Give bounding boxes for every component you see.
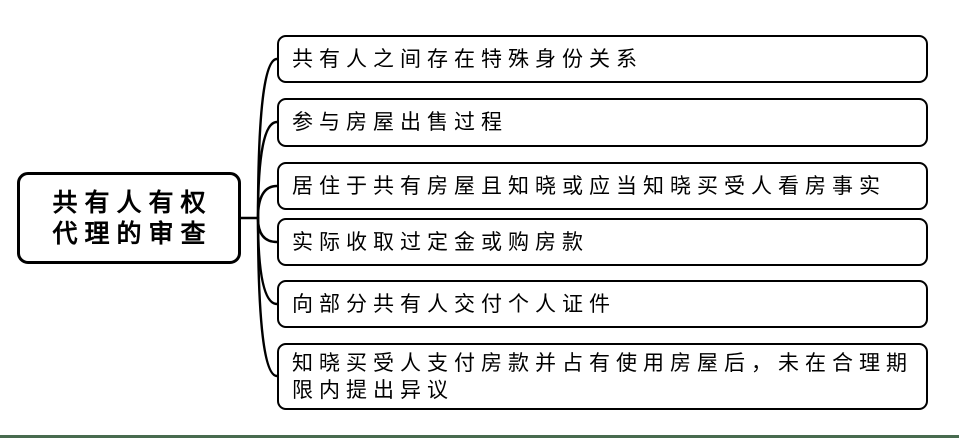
child-node-special-identity[interactable]: 共有人之间存在特殊身份关系 xyxy=(277,35,928,83)
child-node-personal-documents[interactable]: 向部分共有人交付个人证件 xyxy=(277,280,928,328)
connector-curve-6 xyxy=(256,216,279,378)
child-node-residence-knowledge[interactable]: 居住于共有房屋且知晓或应当知晓买受人看房事实 xyxy=(277,162,928,210)
connector-curve-5 xyxy=(256,216,279,306)
connector-curve-1 xyxy=(256,57,279,220)
connector-curve-2 xyxy=(256,120,279,220)
bottom-divider xyxy=(0,435,959,438)
root-node[interactable]: 共有人有权 代理的审查 xyxy=(17,172,241,264)
child-node-label: 实际收取过定金或购房款 xyxy=(292,229,589,254)
child-node-deposit-payment[interactable]: 实际收取过定金或购房款 xyxy=(277,218,928,266)
root-node-label-line2: 代理的审查 xyxy=(52,219,213,248)
child-node-label: 知晓买受人支付房款并占有使用房屋后，未在合理期限内提出异议 xyxy=(292,350,913,402)
child-node-no-objection[interactable]: 知晓买受人支付房款并占有使用房屋后，未在合理期限内提出异议 xyxy=(277,343,928,410)
child-node-label: 参与房屋出售过程 xyxy=(292,110,508,134)
child-node-label: 共有人之间存在特殊身份关系 xyxy=(292,46,643,71)
child-node-label: 向部分共有人交付个人证件 xyxy=(292,291,616,316)
child-node-label: 居住于共有房屋且知晓或应当知晓买受人看房事实 xyxy=(292,173,886,198)
connector-curve-4 xyxy=(256,216,279,244)
connector-curve-3 xyxy=(256,184,279,220)
child-node-sale-process[interactable]: 参与房屋出售过程 xyxy=(277,98,928,147)
root-node-label-line1: 共有人有权 xyxy=(52,188,213,217)
